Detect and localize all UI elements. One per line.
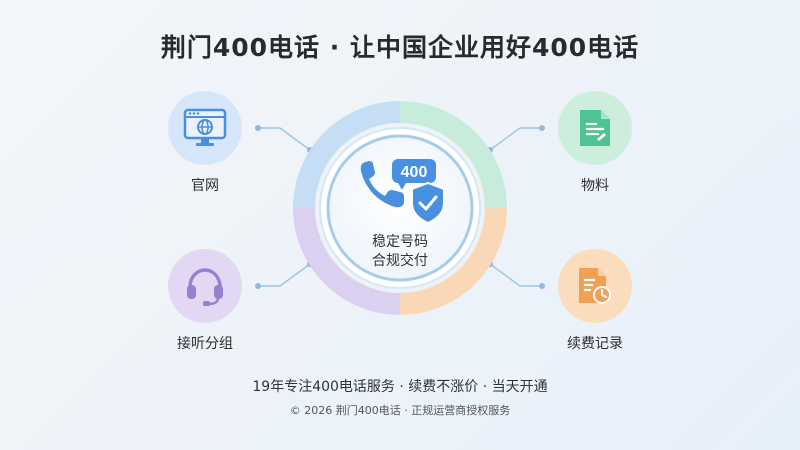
badge-400	[392, 159, 436, 190]
document-icon	[580, 110, 610, 146]
feature-renewal[interactable]: 续费记录	[535, 249, 655, 353]
center-caption: 稳定号码 合规交付	[340, 233, 460, 271]
ring-segment-green	[399, 101, 507, 209]
headset-icon	[187, 268, 223, 306]
connector-website	[258, 127, 311, 151]
feature-renewal-label: 续费记录	[567, 336, 623, 352]
connector-lines	[258, 127, 542, 287]
renewal-icon-circle	[558, 249, 632, 323]
call-routing-icon-circle	[168, 249, 242, 323]
feature-call-routing-label: 接听分组	[177, 336, 233, 352]
shield-check-icon	[411, 181, 445, 225]
badge-400-text: 400	[401, 164, 428, 181]
connector-call-routing	[258, 263, 311, 287]
center-line-2: 合规交付	[372, 253, 428, 269]
page-title: 荆门400电话 · 让中国企业用好400电话	[160, 33, 640, 62]
phone-icon	[360, 161, 404, 208]
receipt-clock-icon	[579, 268, 611, 304]
ring-segment-orange	[399, 207, 507, 315]
outer-ring	[293, 101, 507, 315]
footer-copyright: © 2026 荆门400电话 · 正规运营商授权服务	[289, 404, 511, 417]
feature-materials-label: 物料	[581, 178, 609, 194]
materials-icon-circle	[558, 91, 632, 165]
browser-globe-icon	[183, 108, 227, 146]
feature-call-routing[interactable]: 接听分组	[145, 249, 265, 353]
website-icon-circle	[168, 91, 242, 165]
center-line-1: 稳定号码	[372, 234, 428, 250]
feature-website[interactable]: 官网	[145, 91, 265, 195]
connector-materials	[489, 127, 542, 151]
feature-materials[interactable]: 物料	[535, 91, 655, 195]
feature-website-label: 官网	[191, 178, 219, 194]
connector-renewal	[489, 263, 542, 287]
ring-segment-purple	[293, 207, 401, 315]
footer-tagline: 19年专注400电话服务 · 续费不涨价 · 当天开通	[252, 379, 548, 395]
ring-segment-blue	[293, 101, 401, 209]
